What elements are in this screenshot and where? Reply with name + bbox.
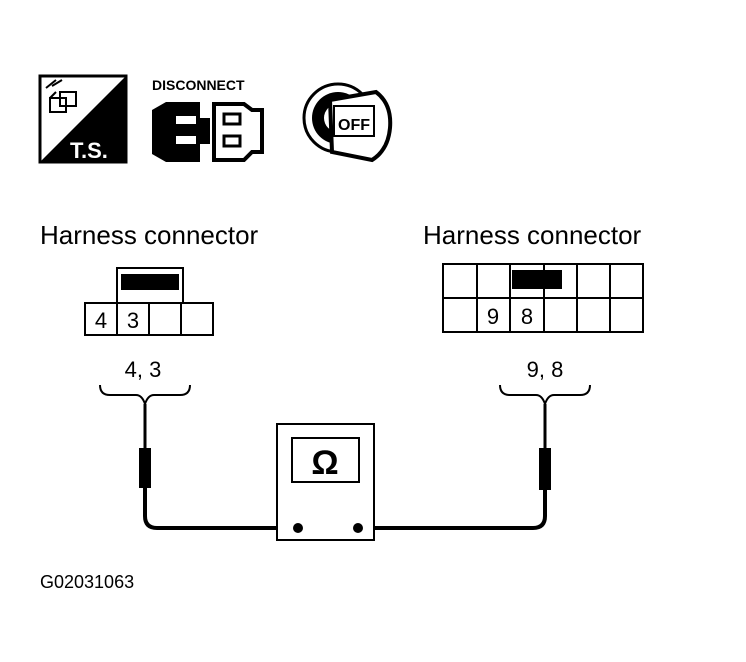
left-connector-title: Harness connector [40,220,259,250]
ohmmeter: Ω [276,423,375,541]
ignition-key-off-icon: OFF [302,82,393,163]
ignition-off-label: OFF [338,117,370,134]
right-pin-8: 8 [521,304,533,329]
right-probe-bracket [499,384,591,408]
right-connector-title: Harness connector [423,220,642,250]
figure-code: G02031063 [40,572,134,592]
right-probe-label: 9, 8 [527,357,564,382]
left-probe-label: 4, 3 [125,357,162,382]
ts-label: T.S. [70,138,108,163]
troubleshoot-icon: T.S. [38,74,128,164]
left-harness-connector [84,267,214,336]
left-probe-bracket [99,384,191,408]
right-pin-9: 9 [487,304,499,329]
left-pin-3: 3 [127,308,139,333]
disconnect-connector-icon: DISCONNECT [152,77,264,162]
left-test-lead [139,404,298,530]
left-pin-4: 4 [95,308,107,333]
disconnect-label: DISCONNECT [152,77,245,93]
ohm-symbol: Ω [311,444,338,482]
right-test-lead [358,404,551,530]
right-harness-connector [442,263,644,333]
